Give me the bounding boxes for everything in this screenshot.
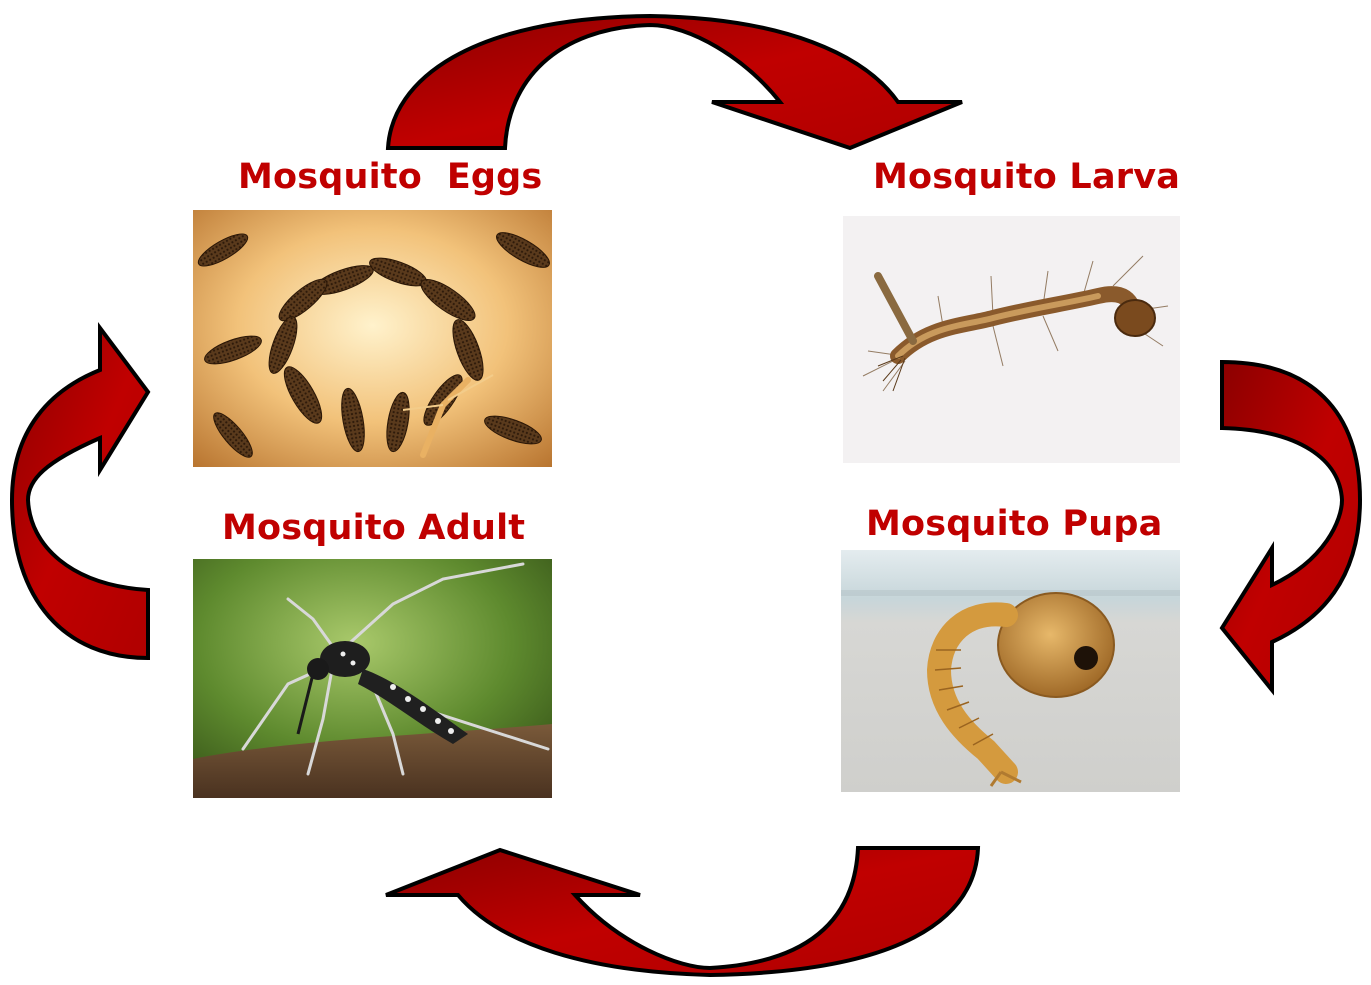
label-pupa: Mosquito Pupa: [866, 507, 1162, 542]
arrow-eggs-to-larva: [388, 16, 962, 148]
label-larva: Mosquito Larva: [873, 160, 1180, 195]
mosquito-adult-photo: [193, 559, 552, 798]
mosquito-larva-photo: [843, 216, 1180, 463]
mosquito-eggs-photo: [193, 210, 552, 467]
arrow-pupa-to-adult: [386, 848, 978, 975]
mosquito-pupa-photo: [841, 550, 1180, 792]
label-eggs: Mosquito Eggs: [238, 160, 542, 195]
label-adult: Mosquito Adult: [222, 511, 525, 546]
arrow-larva-to-pupa: [1222, 362, 1360, 690]
arrow-adult-to-eggs: [12, 328, 148, 658]
